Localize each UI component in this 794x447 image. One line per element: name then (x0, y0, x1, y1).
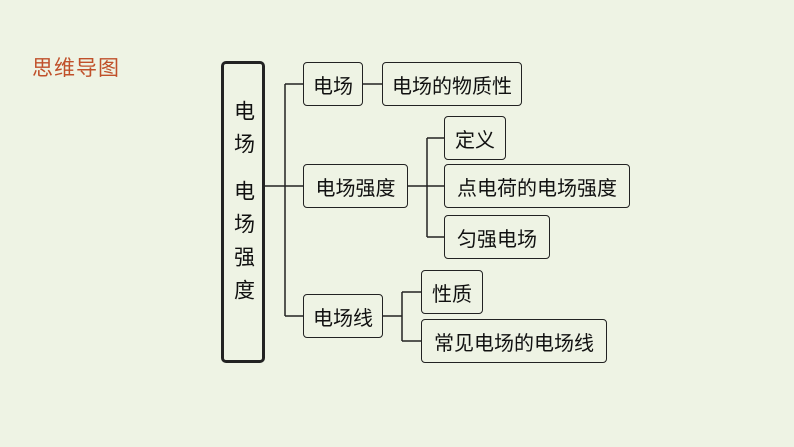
root-node: 电场 电场强度 (221, 61, 265, 363)
branch-field-lines: 电场线 (303, 294, 383, 338)
root-line-1: 电场 (231, 100, 256, 166)
branch-field: 电场 (303, 62, 363, 106)
branch-intensity: 电场强度 (303, 164, 408, 208)
leaf-uniform-field: 匀强电场 (444, 215, 550, 259)
mindmap-title: 思维导图 (32, 56, 120, 80)
root-line-2: 电场强度 (231, 180, 256, 312)
leaf-properties: 性质 (421, 270, 483, 314)
leaf-definition: 定义 (444, 116, 506, 160)
leaf-common-field-lines: 常见电场的电场线 (421, 319, 607, 363)
leaf-point-charge-intensity: 点电荷的电场强度 (444, 164, 630, 208)
leaf-field-material: 电场的物质性 (382, 62, 522, 106)
